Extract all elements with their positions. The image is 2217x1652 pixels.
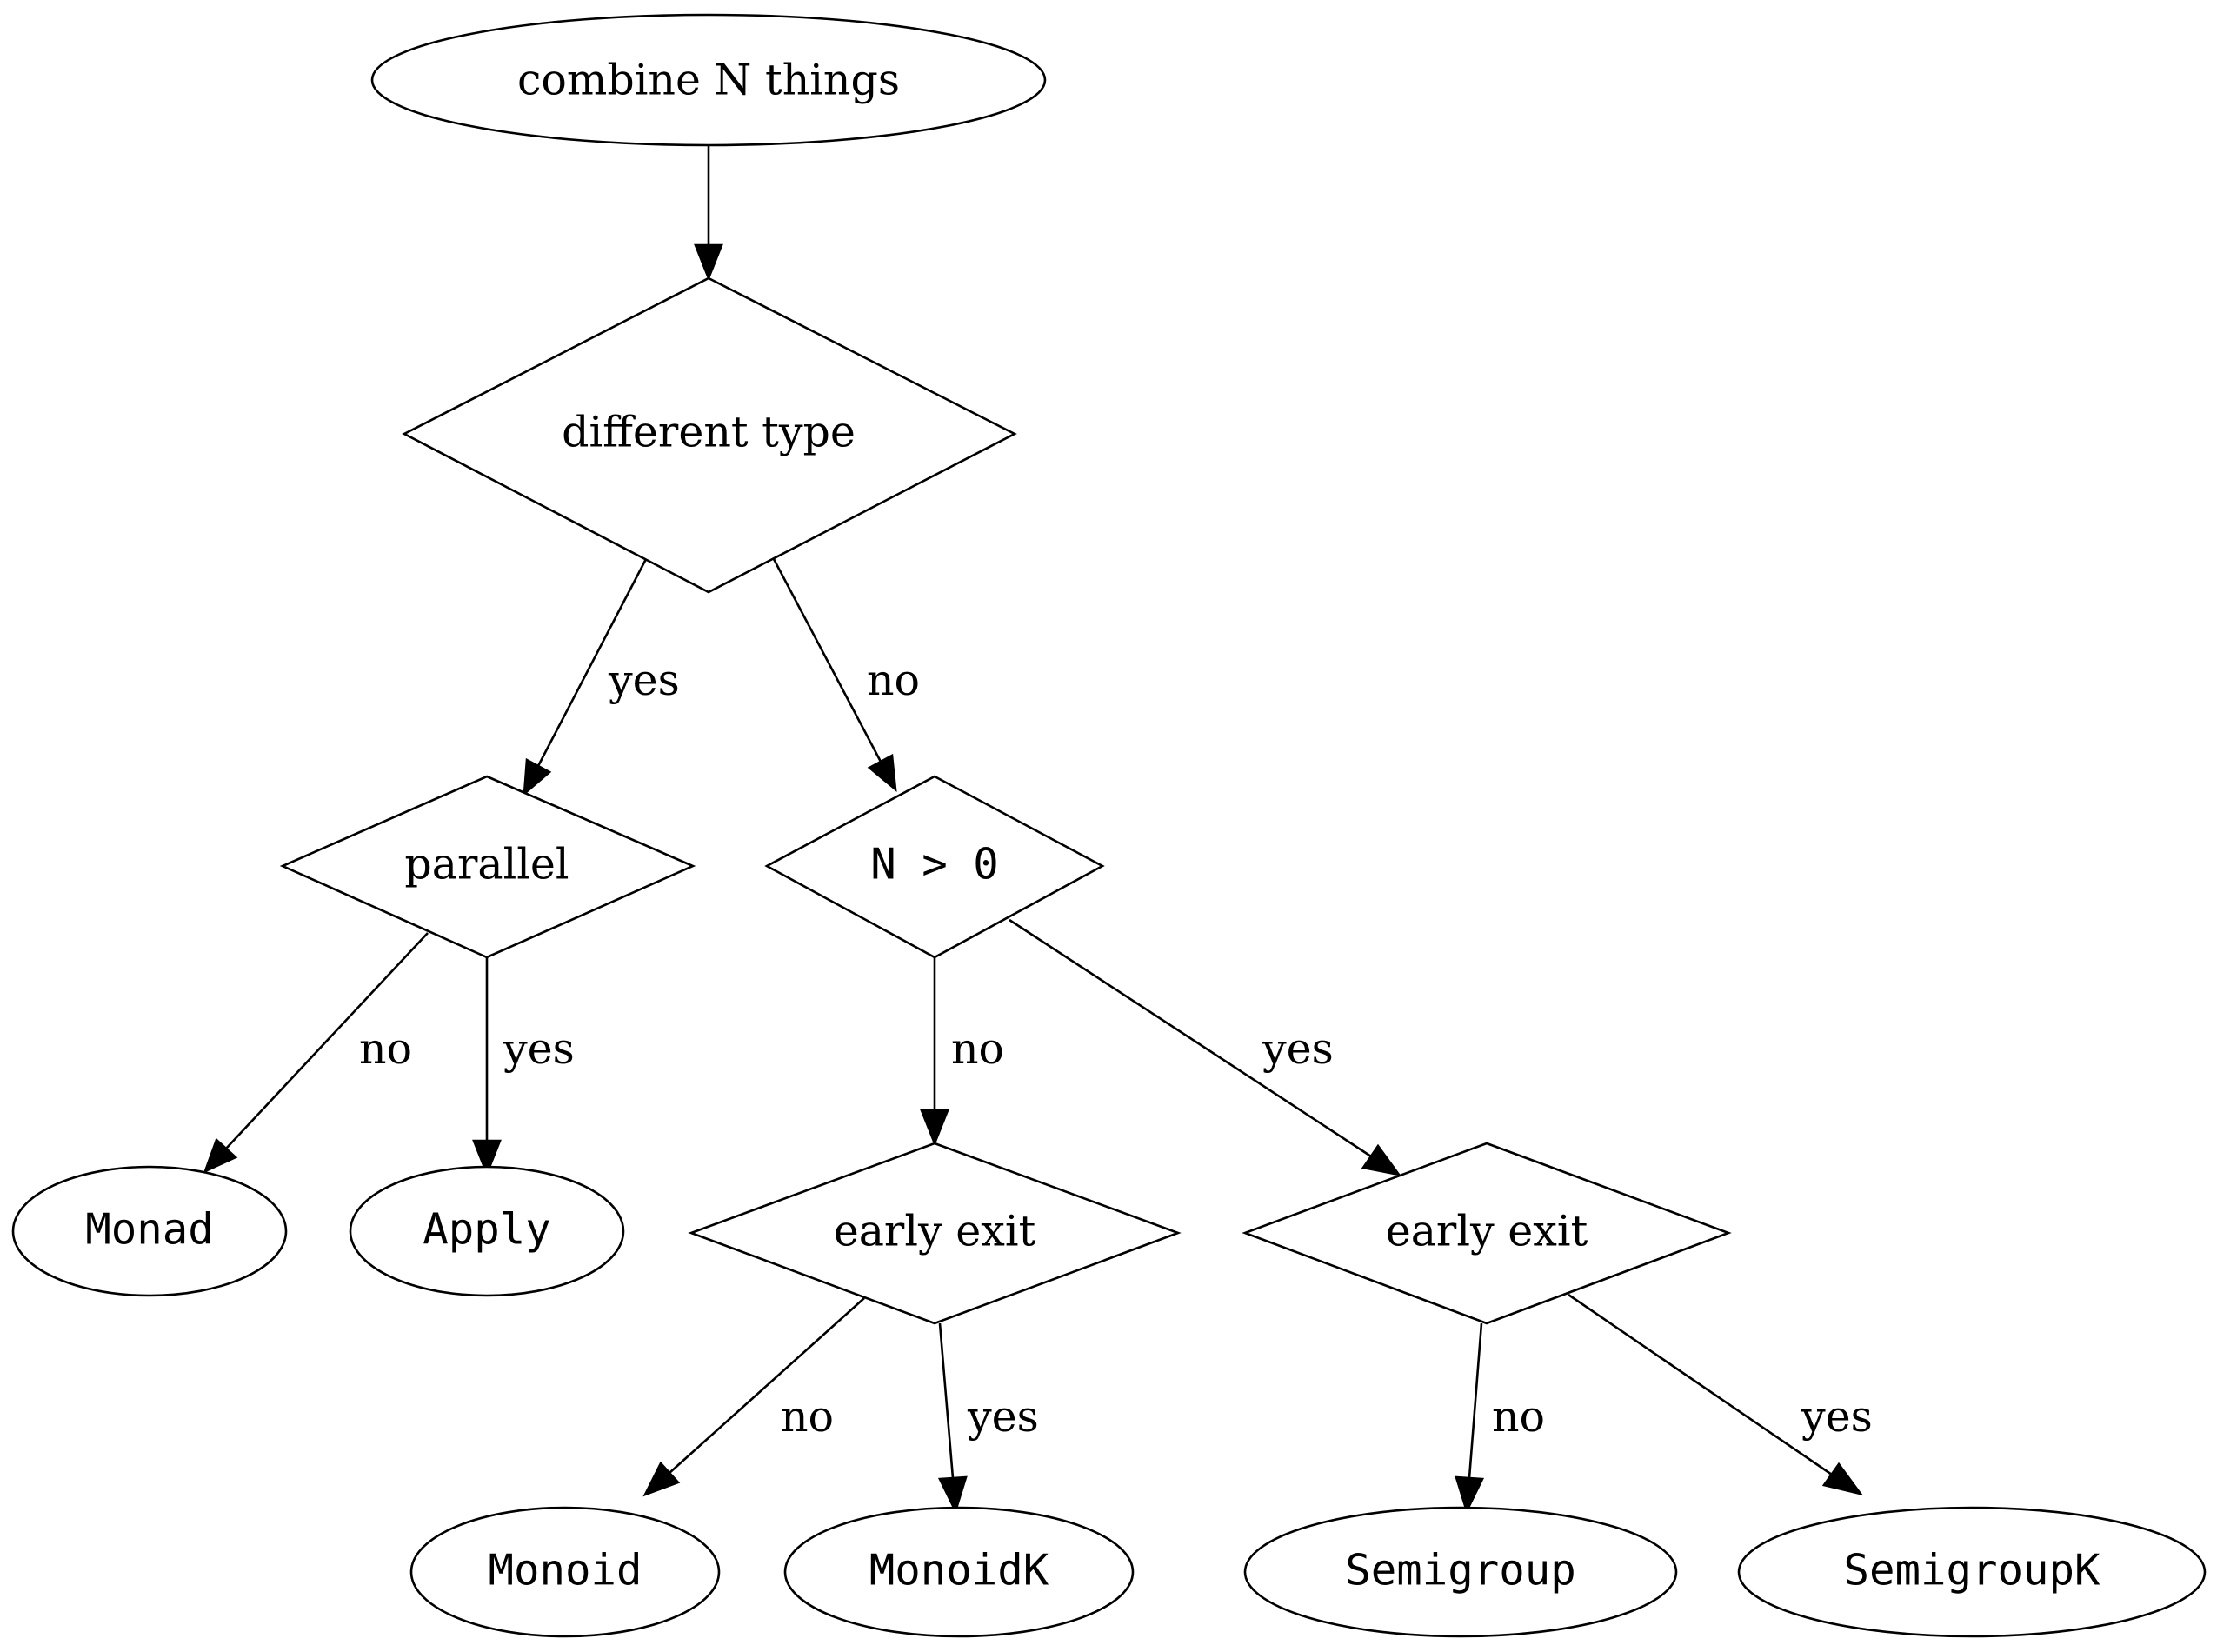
node-early-exit-right-decision: early exit: [1242, 1142, 1732, 1325]
node-root: combine N things: [370, 13, 1047, 147]
edge-label-no: no: [781, 1392, 834, 1442]
node-semigroupk: SemigroupK: [1737, 1506, 2207, 1638]
edge-different-type-to-n-gt-zero: no: [772, 558, 920, 793]
edge-early-exit-right-to-semigroup: no: [1455, 1322, 1545, 1515]
edge-label-no: no: [1492, 1392, 1545, 1442]
node-label: Apply: [423, 1205, 551, 1255]
node-early-exit-left-decision: early exit: [688, 1142, 1182, 1325]
node-apply: Apply: [349, 1165, 625, 1297]
node-label: different type: [562, 408, 856, 457]
node-label: parallel: [404, 840, 569, 889]
edge-label-no: no: [951, 1024, 1004, 1074]
node-label: early exit: [1386, 1207, 1588, 1256]
node-n-gt-zero-decision: N > 0: [764, 775, 1105, 959]
edge-parallel-to-monad: no: [203, 932, 429, 1174]
edge-parallel-to-apply: yes: [472, 957, 575, 1177]
edge-label-yes: yes: [1262, 1024, 1334, 1074]
node-label: Semigroup: [1345, 1546, 1576, 1595]
edge-label-no: no: [359, 1024, 412, 1074]
node-label: combine N things: [517, 56, 900, 105]
node-label: Monad: [85, 1205, 214, 1255]
node-monoid: Monoid: [409, 1506, 721, 1638]
node-label: MonoidK: [869, 1546, 1049, 1595]
edge-label-no: no: [867, 656, 920, 705]
node-semigroup: Semigroup: [1243, 1506, 1678, 1638]
edge-early-exit-left-to-monoidk: yes: [937, 1322, 1039, 1515]
edge-n-gt-zero-to-early-exit-left: no: [920, 957, 1004, 1147]
node-monad: Monad: [11, 1165, 288, 1297]
edge-label-yes: yes: [503, 1024, 575, 1074]
edge-different-type-to-parallel: yes: [523, 558, 680, 797]
node-label: early exit: [834, 1207, 1036, 1256]
edge-label-yes: yes: [608, 656, 680, 705]
edge-n-gt-zero-to-early-exit-right: yes: [1009, 918, 1401, 1176]
edge-root-to-different-type: [694, 146, 723, 282]
node-label: N > 0: [870, 840, 999, 889]
edge-label-yes: yes: [967, 1392, 1039, 1442]
edge-early-exit-right-to-semigroupk: yes: [1568, 1293, 1873, 1496]
edge-label-yes: yes: [1801, 1392, 1873, 1442]
node-different-type-decision: different type: [402, 276, 1017, 594]
node-monoidk: MonoidK: [783, 1506, 1135, 1638]
node-label: SemigroupK: [1843, 1546, 2100, 1595]
node-label: Monoid: [488, 1546, 642, 1595]
edge-early-exit-left-to-monoid: no: [642, 1297, 865, 1497]
node-parallel-decision: parallel: [279, 775, 696, 959]
